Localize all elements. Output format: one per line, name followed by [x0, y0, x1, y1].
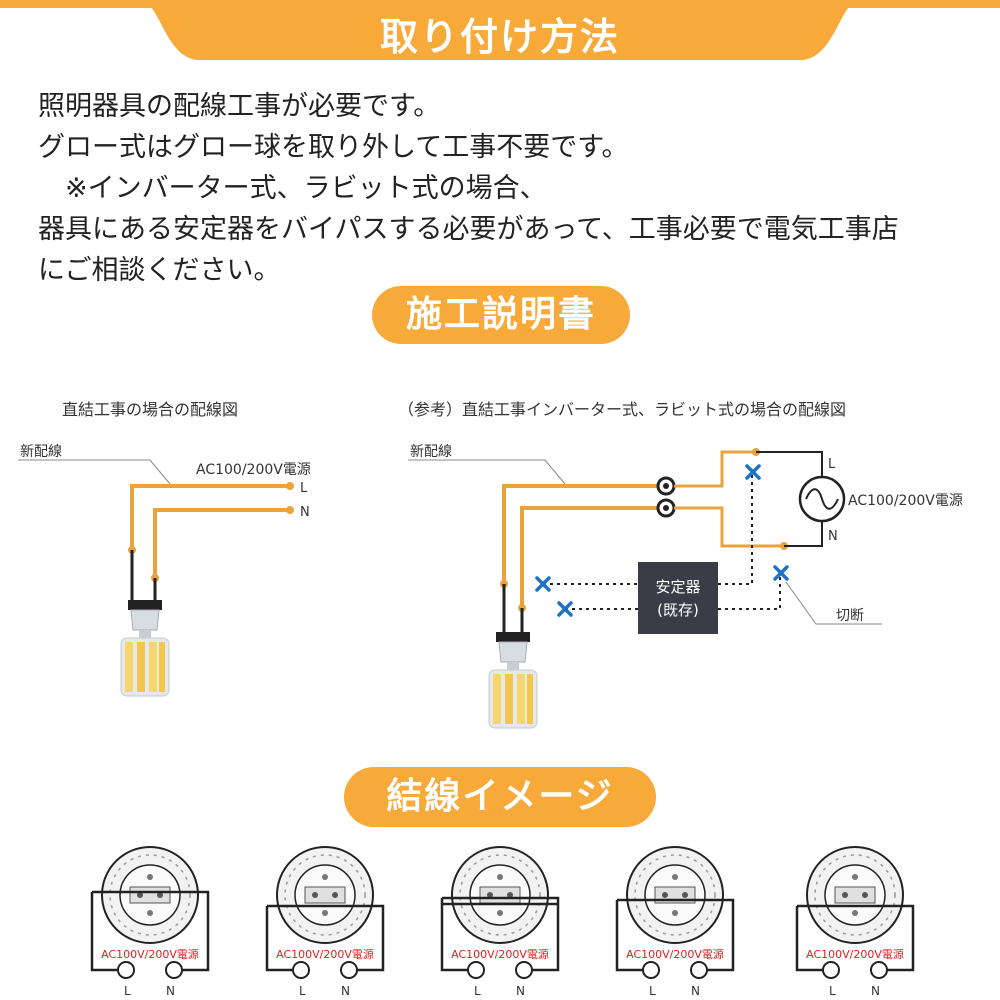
intro-line: ※インバーター式、ラビット式の場合、: [38, 173, 547, 204]
diagram-left-terminal-l: L: [300, 481, 308, 496]
diagram-left-power-label: AC100/200V電源: [196, 462, 311, 478]
diagram-left: 新配線 AC100/200V電源 L N: [18, 444, 311, 697]
terminal-n: N: [341, 984, 350, 998]
power-label: AC100V/200V電源: [451, 947, 549, 961]
diagram-left-terminal-n: N: [300, 505, 310, 520]
power-label: AC100V/200V電源: [101, 947, 199, 961]
intro-line: グロー式はグロー球を取り外して工事不要です。: [38, 132, 629, 163]
terminal-n: N: [166, 984, 175, 998]
cut-mark-icon: [535, 464, 789, 617]
intro-text: 照明器具の配線工事が必要です。 グロー式はグロー球を取り外して工事不要です。 ※…: [38, 86, 988, 291]
terminal-n: N: [516, 984, 525, 998]
diagram-left-new-wiring-label: 新配線: [20, 444, 62, 460]
diagram-right-caption: （参考）直結工事インバーター式、ラビット式の場合の配線図: [398, 400, 847, 419]
terminal-n: N: [871, 984, 880, 998]
terminal-l: L: [474, 984, 481, 998]
intro-line: 器具にある安定器をバイパスする必要があって、工事必要で電気工事店: [38, 214, 899, 245]
header-banner: 取り付け方法: [0, 0, 1000, 62]
ballast-label: 安定器: [655, 578, 700, 596]
diagram-right-new-wiring-label: 新配線: [410, 444, 452, 460]
section-title-wiring: 結線イメージ: [344, 767, 656, 827]
intro-line: にご相談ください。: [38, 255, 281, 286]
page-title: 取り付け方法: [379, 15, 620, 59]
terminal-l: L: [124, 984, 131, 998]
wiring-image: AC100V/200V電源 L N: [795, 846, 915, 998]
power-label: AC100V/200V電源: [806, 947, 904, 961]
terminal-l: L: [649, 984, 656, 998]
wiring-image: AC100V/200V電源 L N: [615, 846, 735, 998]
diagram-right-terminal-l: L: [828, 457, 836, 472]
wiring-image: AC100V/200V電源 L N: [265, 846, 385, 998]
terminal-l: L: [829, 984, 836, 998]
diagram-right: 新配線 L N AC100/200V電源 安定器 (既存): [408, 444, 963, 729]
header-banner-shape: [0, 0, 1000, 60]
diagram-right-power-label: AC100/200V電源: [848, 493, 963, 509]
diagram-right-terminal-n: N: [828, 529, 838, 544]
terminal-n: N: [691, 984, 700, 998]
section-title-construction: 施工説明書: [372, 286, 630, 344]
cut-label: 切断: [836, 608, 864, 624]
wiring-image: AC100V/200V電源 L N: [440, 846, 560, 998]
ballast-box: [638, 562, 718, 634]
power-label: AC100V/200V電源: [626, 947, 724, 961]
terminal-l: L: [299, 984, 306, 998]
wiring-image: AC100V/200V電源 L N: [90, 846, 210, 998]
ballast-sublabel: (既存): [657, 601, 699, 619]
diagram-left-caption: 直結工事の場合の配線図: [62, 400, 239, 419]
intro-line: 照明器具の配線工事が必要です。: [38, 91, 441, 122]
power-label: AC100V/200V電源: [276, 947, 374, 961]
